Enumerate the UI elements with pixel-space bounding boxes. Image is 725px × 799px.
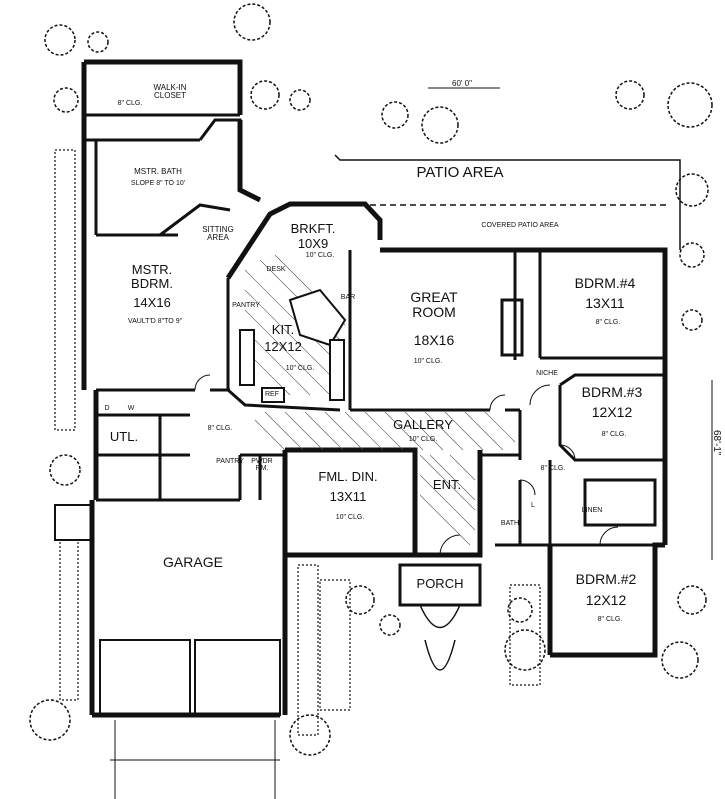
entry-name: ENT.: [432, 477, 462, 492]
bedroom4-ceiling: 8" CLG.: [595, 319, 621, 326]
gallery-name: GALLERY: [393, 417, 453, 432]
kitchen-name: KIT.: [271, 322, 295, 337]
breakfast-ceiling: 10" CLG.: [305, 252, 335, 259]
family-dining-name: FML. DIN.: [318, 469, 378, 484]
bedroom3-name: BDRM.#3: [581, 384, 643, 400]
door-swings: [194, 374, 619, 556]
bath-name: BATH: [500, 520, 520, 527]
kitchen-size: 12X12: [264, 339, 302, 354]
bar-label: BAR: [340, 294, 356, 301]
washer-label: W: [127, 405, 135, 412]
patio-area-name: PATIO AREA: [416, 164, 504, 181]
niche-label: NICHE: [536, 370, 558, 377]
linen-label: LINEN: [581, 507, 603, 514]
kitchen-counters: [239, 288, 347, 403]
dryer-label: D: [104, 405, 110, 412]
landscaping-shrubs: [29, 3, 713, 756]
family-dining-size: 13X11: [329, 489, 367, 504]
driveway: [110, 720, 280, 799]
walk-in-closet-ceiling: 8" CLG.: [117, 100, 143, 107]
utility-name: UTL.: [109, 429, 139, 444]
bedroom3-ceiling: 8" CLG.: [601, 431, 627, 438]
linen-l-label: L: [531, 502, 535, 509]
patio: [334, 154, 681, 250]
bedroom4-name: BDRM.#4: [574, 275, 636, 291]
sitting-area-name: SITTING AREA: [202, 225, 234, 243]
garage-doors: [54, 504, 281, 716]
bedroom2-ceiling: 8" CLG.: [597, 616, 623, 623]
gallery-ceiling: 10" CLG.: [408, 436, 438, 443]
powder-room-label: PWDR RM.: [251, 458, 273, 473]
master-bedroom-size: 14X16: [133, 295, 171, 310]
breakfast-size: 10X9: [297, 236, 329, 251]
master-bedroom-name: MSTR. BDRM.: [131, 262, 173, 291]
bedroom2-size: 12X12: [585, 592, 627, 608]
bedroom3-size: 12X12: [591, 404, 633, 420]
master-bath-ceiling: SLOPE 8" TO 10': [130, 180, 186, 187]
depth-dimension: 68'-1": [711, 430, 722, 456]
desk-label: DESK: [266, 266, 286, 273]
interior-walls: [84, 113, 665, 607]
porch-name: PORCH: [416, 576, 464, 591]
bedroom2-name: BDRM.#2: [575, 571, 637, 587]
great-room-size: 18X16: [413, 332, 455, 348]
breakfast-name: BRKFT.: [290, 221, 336, 236]
garage-name: GARAGE: [163, 554, 223, 570]
walk-in-closet-name: WALK-IN CLOSET: [153, 83, 187, 101]
great-room-name: GREAT ROOM: [410, 289, 458, 320]
dimension-lines: [428, 87, 713, 560]
master-bedroom-ceiling: VAULT'D 8"TO 9": [127, 318, 183, 325]
bedroom-hall-ceiling: 8" CLG.: [540, 465, 566, 472]
pantry2-label: PANTRY: [216, 458, 244, 465]
ref-label: REF: [265, 391, 279, 398]
pantry-label: PANTRY: [232, 302, 260, 309]
great-room-ceiling: 10" CLG.: [413, 358, 443, 365]
master-bath-name: MSTR. BATH: [134, 167, 182, 176]
width-dimension: 60' 0": [452, 79, 472, 88]
covered-patio-name: COVERED PATIO AREA: [481, 222, 559, 229]
bedroom4-size: 13X11: [585, 295, 625, 311]
hall-ceiling: 8" CLG.: [207, 425, 233, 432]
family-dining-ceiling: 10" CLG.: [335, 514, 365, 521]
kitchen-ceiling: 10" CLG.: [285, 365, 315, 372]
porch-steps: [419, 604, 461, 671]
